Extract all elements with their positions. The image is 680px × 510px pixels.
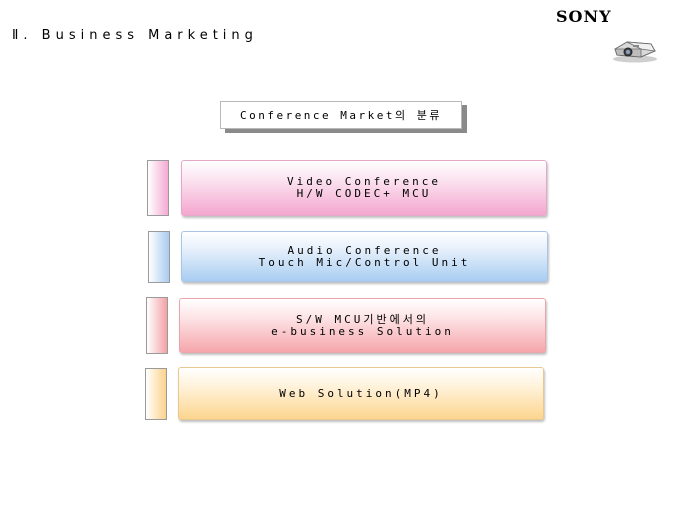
- category-web-solution: Web Solution(MP4): [178, 367, 544, 420]
- category-video-conference: Video Conference H/W CODEC+ MCU: [181, 160, 547, 216]
- category-line1: Video Conference: [287, 175, 441, 188]
- category-line1: Web Solution(MP4): [279, 386, 443, 400]
- category-line1: S/W MCU기반에서의: [296, 312, 429, 326]
- category-line2: e-business Solution: [271, 324, 454, 338]
- category-line2: H/W CODEC+ MCU: [296, 187, 432, 200]
- color-tag-video: [147, 160, 169, 216]
- projector-icon: [613, 41, 657, 63]
- color-tag-sw-mcu: [146, 297, 168, 354]
- sony-logo: SONY: [556, 7, 612, 26]
- market-classification-heading: Conference Market의 분류: [220, 101, 462, 129]
- color-tag-web: [145, 368, 167, 420]
- color-tag-audio: [148, 231, 170, 283]
- section-title: Ⅱ. Business Marketing: [12, 28, 258, 43]
- category-line2: Touch Mic/Control Unit: [258, 255, 471, 269]
- category-sw-mcu: S/W MCU기반에서의 e-business Solution: [179, 298, 546, 353]
- category-audio-conference: Audio Conference Touch Mic/Control Unit: [181, 231, 548, 282]
- category-line1: Audio Conference: [287, 243, 442, 257]
